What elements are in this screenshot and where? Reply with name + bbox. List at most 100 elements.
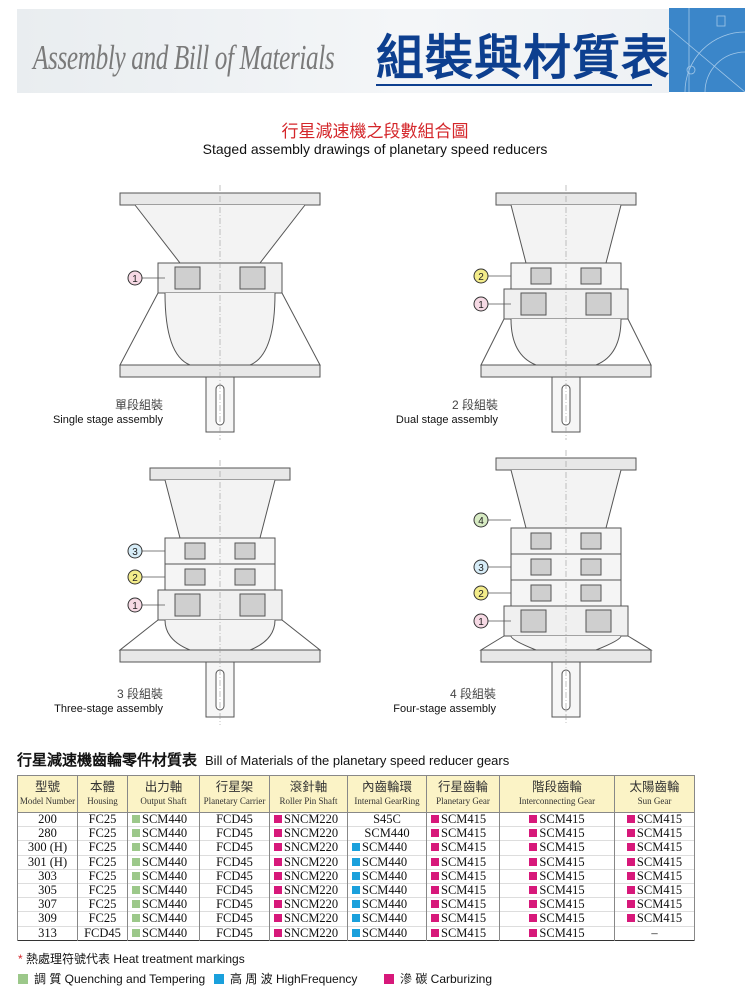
table-cell: FCD45 bbox=[199, 811, 270, 827]
material-text: SCM415 bbox=[441, 925, 487, 940]
table-cell: 301 (H) bbox=[17, 854, 78, 870]
table-cell: SNCM220 bbox=[269, 897, 348, 912]
table-cell: SCM440 bbox=[347, 854, 427, 870]
table-cell: 313 bbox=[17, 925, 78, 941]
heat-treatment-square-icon bbox=[431, 914, 439, 923]
planet-gear bbox=[530, 584, 552, 602]
header-underline bbox=[376, 84, 652, 86]
heat-treatment-square-icon bbox=[529, 857, 538, 866]
table-cell: FCD45 bbox=[199, 854, 270, 870]
material-text: SCM440 bbox=[362, 868, 408, 883]
table-cell: SNCM220 bbox=[269, 868, 348, 884]
table-cell: FC25 bbox=[77, 854, 128, 870]
material-text: SCM440 bbox=[142, 812, 188, 827]
heat-treatment-square-icon bbox=[132, 886, 140, 895]
material-text: SCM415 bbox=[636, 812, 683, 827]
table-cell: 309 bbox=[17, 911, 78, 926]
table-cell: SCM440 bbox=[127, 811, 200, 827]
table-cell: FCD45 bbox=[199, 882, 270, 898]
heat-treatment-square-icon bbox=[431, 843, 439, 852]
heat-treatment-square-icon bbox=[274, 815, 282, 824]
table-cell: SNCM220 bbox=[269, 925, 348, 941]
table-cell: SCM440 bbox=[127, 925, 200, 941]
stage-marker-1-icon bbox=[473, 296, 489, 312]
heat-treatment-square-icon bbox=[626, 857, 635, 866]
table-cell: SCM415 bbox=[499, 882, 615, 898]
material-text: SNCM220 bbox=[284, 840, 339, 855]
heat-treatment-square-icon bbox=[274, 914, 282, 923]
material-text: SCM440 bbox=[362, 854, 408, 869]
output-housing bbox=[164, 619, 276, 651]
material-text: SCM415 bbox=[636, 897, 683, 912]
planet-gear bbox=[530, 532, 552, 550]
heat-treatment-square-icon bbox=[352, 857, 360, 866]
planet-gear bbox=[530, 558, 552, 576]
table-cell: SNCM220 bbox=[269, 840, 348, 856]
planet-gear bbox=[580, 267, 602, 285]
table-cell: S45C bbox=[347, 811, 427, 827]
table-cell: SCM415 bbox=[614, 854, 695, 870]
table-cell: 300 (H) bbox=[17, 840, 78, 856]
table-cell: – bbox=[614, 925, 695, 941]
heat-treatment-square-icon bbox=[431, 928, 439, 937]
planet-gear bbox=[234, 568, 256, 586]
heat-treatment-square-icon bbox=[132, 829, 140, 838]
table-cell: SCM415 bbox=[499, 854, 615, 870]
table-cell: SCM415 bbox=[426, 897, 500, 912]
stage-marker-2-icon bbox=[473, 585, 489, 601]
heat-treatment-square-icon bbox=[626, 914, 635, 923]
header-title-zh: 組裝與材質表 bbox=[376, 32, 671, 85]
heat-treatment-square-icon bbox=[529, 843, 538, 852]
table-cell: SCM415 bbox=[614, 826, 695, 841]
heat-treatment-square-icon bbox=[529, 900, 538, 909]
material-text: SNCM220 bbox=[284, 854, 339, 869]
magenta-square-icon bbox=[384, 973, 394, 984]
stage-marker-label: 3 bbox=[478, 563, 484, 574]
planet-gear bbox=[520, 609, 547, 633]
single-stage-drawing: 1 bbox=[119, 185, 321, 440]
material-text: SCM415 bbox=[539, 897, 585, 912]
table-cell: SCM415 bbox=[614, 911, 695, 926]
heat-treatment-square-icon bbox=[352, 900, 360, 909]
heat-treatment-square-icon bbox=[274, 900, 282, 909]
heat-treatment-square-icon bbox=[274, 886, 282, 895]
heat-treatment-square-icon bbox=[352, 886, 360, 895]
heat-treatment-note: * 熱處理符號代表 Heat treatment markings bbox=[18, 952, 245, 966]
table-cell: SCM415 bbox=[614, 868, 695, 884]
material-text: SCM415 bbox=[539, 840, 585, 855]
material-text: SCM415 bbox=[636, 883, 683, 898]
table-cell: FC25 bbox=[77, 811, 128, 827]
heat-treatment-square-icon bbox=[352, 928, 360, 937]
planet-gear bbox=[580, 532, 602, 550]
table-cell: FCD45 bbox=[199, 911, 270, 926]
legend-carburizing: 滲 碳 Carburizing bbox=[384, 970, 492, 987]
heat-treatment-square-icon bbox=[132, 815, 140, 824]
table-cell: FCD45 bbox=[77, 925, 128, 941]
heat-treatment-square-icon bbox=[529, 871, 538, 880]
table-cell: SCM440 bbox=[347, 826, 427, 841]
material-text: SCM440 bbox=[362, 911, 408, 926]
table-cell: SCM440 bbox=[347, 897, 427, 912]
header-banner bbox=[17, 9, 669, 93]
table-cell: FC25 bbox=[77, 868, 128, 884]
planet-gear bbox=[234, 542, 256, 560]
dual-stage-drawing: 21 bbox=[473, 185, 652, 440]
planet-gear bbox=[585, 609, 612, 633]
table-cell: SCM415 bbox=[499, 911, 615, 926]
table-cell: SCM415 bbox=[499, 868, 615, 884]
table-cell: SCM440 bbox=[127, 882, 200, 898]
table-cell: FCD45 bbox=[199, 868, 270, 884]
blue-square-icon bbox=[214, 973, 224, 984]
stage-marker-3-icon bbox=[127, 543, 143, 559]
material-text: SNCM220 bbox=[284, 868, 339, 883]
heat-treatment-square-icon bbox=[132, 857, 140, 866]
